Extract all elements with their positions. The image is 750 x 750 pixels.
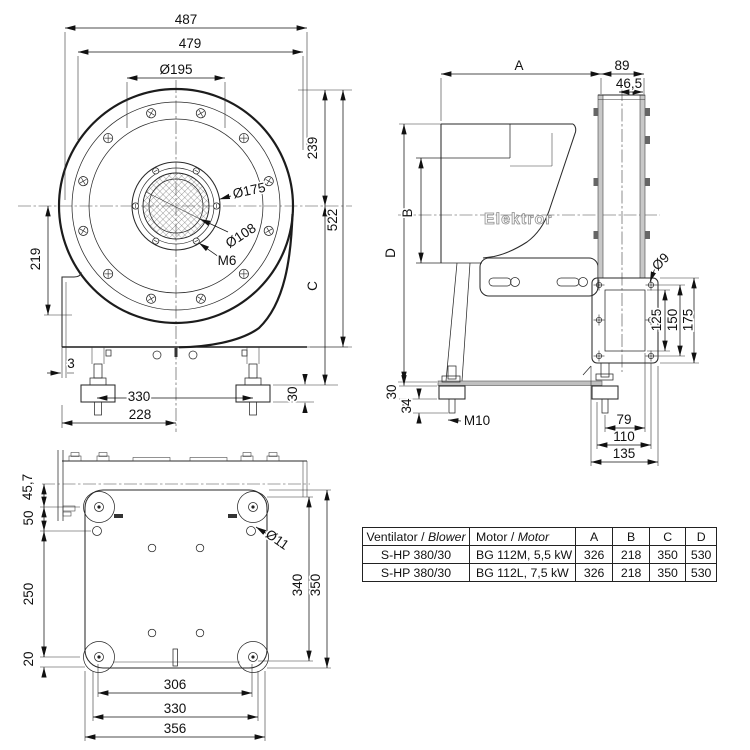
front-feet [80,347,271,416]
scroll-outlet-curve [178,213,294,349]
cell-A: 326 [575,545,614,564]
dim-522: 522 [325,209,340,232]
dim-239: 239 [305,137,320,160]
dim-110: 110 [613,429,635,444]
mounting-bracket [479,257,599,297]
brand-logo: Elektror [484,211,552,228]
cell-blower-model: S-HP 380/30 [362,563,470,582]
dim-175-front: Ø175 [231,180,266,202]
table-row: S-HP 380/30 BG 112L, 7,5 kW 326 218 350 … [362,563,718,582]
dim-125: 125 [649,309,664,332]
cell-B: 218 [612,545,651,564]
col-D: D [685,527,718,546]
base-plate-edge [437,380,603,386]
dim-A: A [514,58,523,73]
outlet-flange [591,277,659,364]
col-C: C [649,527,687,546]
duct-wall-left [597,94,604,279]
dim-479: 479 [179,36,202,51]
col-motor: Motor / Motor [468,527,577,546]
dim-487: 487 [175,12,198,27]
mount-hole-left [92,526,102,536]
dim-340: 340 [290,574,305,597]
dim-M6: M6 [218,253,237,268]
dim-M10: M10 [464,413,490,428]
duct-bolts [593,108,650,239]
dim-B: B [400,208,415,217]
dim-306: 306 [164,677,187,692]
dim-89: 89 [614,58,629,73]
dim-228: 228 [129,407,152,422]
dim-79: 79 [616,412,631,427]
side-view: Elektror [381,56,699,466]
dim-356: 356 [164,721,187,736]
dim-20: 20 [21,651,36,666]
bottom-view: 45,7 50 250 20 Ø11 340 350 306 330 356 [18,450,331,741]
dim-219: 219 [28,248,43,271]
dim-30-side: 30 [384,384,399,399]
cell-motor-type: BG 112M, 5,5 kW [468,545,577,564]
dim-9: Ø9 [649,250,672,273]
dim-34: 34 [399,398,414,414]
inlet-mesh [142,172,210,240]
dim-135: 135 [613,446,636,461]
dim-250: 250 [21,583,36,606]
dim-350: 350 [308,574,323,597]
dim-175-side: 175 [681,309,696,332]
spec-table-header-row: Ventilator / Blower Motor / Motor A B C … [362,527,718,546]
dim-45-7: 45,7 [20,474,35,500]
dim-C: C [305,281,320,291]
col-A: A [575,527,614,546]
cell-A: 326 [575,563,614,582]
table-row: S-HP 380/30 BG 112M, 5,5 kW 326 218 350 … [362,545,718,564]
dim-46-5: 46,5 [616,76,642,91]
dim-30-front: 30 [285,386,300,401]
rubber-feet [83,491,269,673]
cell-D: 530 [685,563,718,582]
dim-3: 3 [67,356,75,371]
cell-blower-model: S-HP 380/30 [362,545,470,564]
col-B: B [612,527,651,546]
side-feet [438,362,619,414]
col-ventilator: Ventilator / Blower [362,527,470,546]
base-plate [84,489,268,669]
cell-motor-type: BG 112L, 7,5 kW [468,563,577,582]
dim-195: Ø195 [159,62,192,77]
dim-D: D [383,248,398,258]
spec-table: Ventilator / Blower Motor / Motor A B C … [362,527,718,582]
cell-D: 530 [685,545,718,564]
duct-wall-right [639,94,646,279]
strip-fasteners [68,452,280,462]
dim-330-front: 330 [128,389,151,404]
housing-left-wall [61,272,82,347]
inlet-ring [131,161,221,251]
housing-outline [57,87,295,325]
dim-50: 50 [21,510,36,525]
mount-hole-right [246,526,256,536]
cell-C: 350 [649,545,687,564]
dim-330-bottom: 330 [164,701,187,716]
cell-C: 350 [649,563,687,582]
cell-B: 218 [612,563,651,582]
front-view: 487 479 Ø195 239 522 C 30 219 3 330 228 … [18,10,352,432]
dim-150: 150 [665,309,680,332]
housing-side-profile [482,123,577,259]
